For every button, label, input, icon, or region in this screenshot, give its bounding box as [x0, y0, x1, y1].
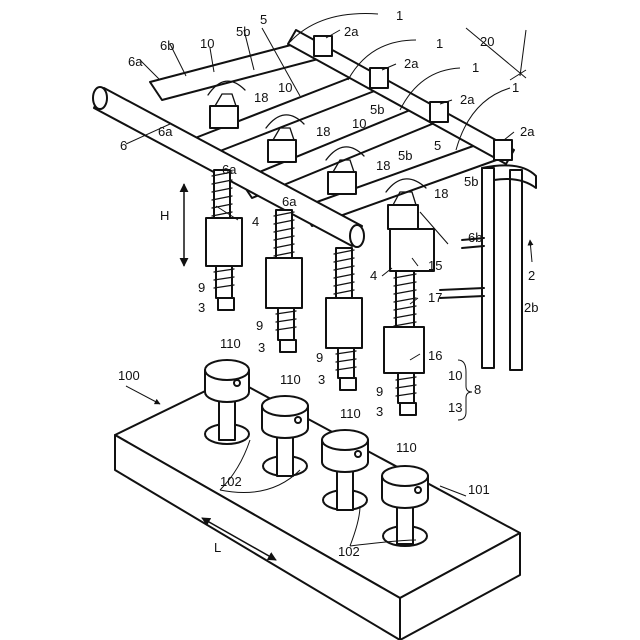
label-110-a: 110 — [220, 336, 241, 351]
label-102-b: 102 — [338, 544, 360, 559]
label-1-b: 1 — [436, 36, 443, 51]
label-9-a: 9 — [198, 280, 205, 295]
label-5b-4: 5b — [464, 174, 478, 189]
label-16: 16 — [428, 348, 442, 363]
label-9-d: 9 — [376, 384, 383, 399]
label-2a-4: 2a — [520, 124, 535, 139]
label-5b-1: 5b — [236, 24, 250, 39]
label-6a-1: 6a — [128, 54, 143, 69]
label-4-b: 4 — [370, 268, 377, 283]
label-17: 17 — [428, 290, 442, 305]
label-6a-4: 6a — [282, 194, 297, 209]
label-10-d: 10 — [448, 368, 462, 383]
label-2a-3: 2a — [460, 92, 475, 107]
label-h: H — [160, 208, 169, 223]
label-4-a: 4 — [252, 214, 259, 229]
label-102-a: 102 — [220, 474, 242, 489]
label-6b-2: 6b — [468, 230, 482, 245]
label-2: 2 — [528, 268, 535, 283]
label-110-d: 110 — [396, 440, 417, 455]
label-6: 6 — [120, 138, 127, 153]
label-20: 20 — [480, 34, 494, 49]
label-10-a: 10 — [200, 36, 214, 51]
label-10-c: 10 — [352, 116, 366, 131]
label-1-d: 1 — [512, 80, 519, 95]
label-6a-3: 6a — [222, 162, 237, 177]
support-frame — [440, 165, 536, 370]
label-l: L — [214, 540, 221, 555]
label-110-b: 110 — [280, 372, 301, 387]
label-2b: 2b — [524, 300, 538, 315]
label-3-c: 3 — [318, 372, 325, 387]
label-13: 13 — [448, 400, 462, 415]
label-1-a: 1 — [396, 8, 403, 23]
label-18-d: 18 — [434, 186, 448, 201]
label-9-c: 9 — [316, 350, 323, 365]
label-5b-3: 5b — [398, 148, 412, 163]
label-18-b: 18 — [316, 124, 330, 139]
label-2a-2: 2a — [404, 56, 419, 71]
label-18-c: 18 — [376, 158, 390, 173]
label-2a-1: 2a — [344, 24, 359, 39]
label-3-a: 3 — [198, 300, 205, 315]
label-18-a: 18 — [254, 90, 268, 105]
base-table — [115, 378, 520, 640]
label-5b-2: 5b — [370, 102, 384, 117]
label-110-c: 110 — [340, 406, 361, 421]
label-1-c: 1 — [472, 60, 479, 75]
label-3-d: 3 — [376, 404, 383, 419]
label-6a-2: 6a — [158, 124, 173, 139]
label-5-a: 5 — [260, 12, 267, 27]
label-100: 100 — [118, 368, 140, 383]
label-15: 15 — [428, 258, 442, 273]
label-5-b: 5 — [434, 138, 441, 153]
label-101: 101 — [468, 482, 490, 497]
label-9-b: 9 — [256, 318, 263, 333]
label-10-b: 10 — [278, 80, 292, 95]
label-3-b: 3 — [258, 340, 265, 355]
label-6b-1: 6b — [160, 38, 174, 53]
label-8: 8 — [474, 382, 481, 397]
